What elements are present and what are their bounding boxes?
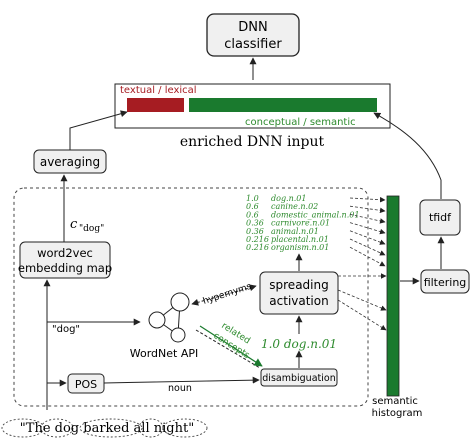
arrow-pos-to-disambiguation	[103, 376, 260, 384]
arrow-tfidf-to-input	[373, 112, 442, 199]
activation-weight: 0.36	[246, 219, 264, 228]
activation-weight: 1.0	[246, 194, 259, 203]
vector-label: c	[70, 217, 78, 232]
wordnet-graph-icon	[148, 292, 190, 343]
dog-quote-label: "dog"	[52, 324, 80, 335]
sentence-input: "The dog barked all night"	[1, 418, 208, 438]
activation-list: 1.0 dog.n.01 0.6 canine.n.02 0.6 domestic_ani…	[246, 194, 359, 252]
histogram-input-arrow	[337, 299, 387, 331]
semantic-feature-bar	[189, 98, 377, 112]
histogram-line1: semantic	[372, 396, 418, 407]
activation-arrow	[349, 205, 386, 214]
histogram-line2: histogram	[372, 408, 423, 419]
averaging-label: averaging	[40, 155, 100, 169]
textual-lexical-label: textual / lexical	[120, 85, 197, 96]
textual-feature-bar	[127, 98, 184, 112]
wordnet-label: WordNet API	[130, 347, 198, 360]
pos-box	[67, 373, 105, 394]
dog-synset-label: 1.0 dog.n.01	[261, 337, 337, 351]
tfidf-label: tfidf	[429, 211, 452, 224]
semantic-histogram-bar	[386, 195, 400, 397]
activation-weight: 0.216	[246, 235, 269, 244]
activation-weight: 0.6	[246, 202, 259, 211]
related-concepts-link	[199, 325, 263, 367]
filtering-box	[420, 269, 470, 294]
activation-arrows	[337, 196, 387, 331]
word2vec-line2: embedding map	[18, 261, 112, 275]
activation-synset: placental.n.01	[271, 235, 329, 244]
disambiguation-box	[260, 368, 338, 387]
activation-weight: 0.216	[246, 243, 269, 252]
sentence-text: "The dog barked all night"	[20, 421, 194, 436]
activation-arrow	[349, 214, 386, 224]
word2vec-line1: word2vec	[37, 246, 93, 260]
disambiguation-label: disambiguation	[262, 373, 335, 384]
dnn-classifier-box: DNN classifier	[206, 13, 300, 57]
spreading-activation-box	[259, 271, 339, 315]
activation-arrow	[349, 230, 386, 245]
activation-weight: 0.36	[246, 227, 264, 236]
activation-synset: canine.n.02	[271, 202, 318, 211]
word2vec-box	[19, 241, 111, 279]
activation-synset: dog.n.01	[271, 194, 306, 203]
hypernyms-link	[191, 284, 257, 306]
spreading-line2: activation	[269, 294, 328, 308]
filtering-label: filtering	[424, 276, 467, 289]
arrow-averaging-to-input	[69, 110, 128, 150]
activation-synset: carnivore.n.01	[271, 219, 330, 228]
related-concepts-dashed	[195, 329, 261, 369]
noun-label: noun	[168, 383, 192, 394]
conceptual-semantic-label: conceptual / semantic	[245, 117, 356, 128]
vector-subscript: "dog"	[79, 224, 104, 234]
activation-arrow	[349, 222, 386, 235]
activation-arrow	[349, 246, 386, 267]
averaging-box	[33, 149, 107, 174]
activation-synset: domestic_animal.n.01	[271, 210, 359, 219]
hypernyms-label: hypernyms	[202, 282, 253, 307]
spreading-line1: spreading	[269, 278, 328, 292]
pos-label: POS	[75, 378, 97, 391]
enriched-input-title: enriched DNN input	[180, 134, 325, 150]
activation-arrow	[349, 238, 386, 256]
histogram-input-arrow	[337, 289, 387, 311]
dnn-classifier-line2: classifier	[224, 37, 282, 52]
activation-weight: 0.6	[246, 210, 259, 219]
activation-synset: animal.n.01	[271, 227, 319, 236]
tfidf-box	[419, 199, 461, 236]
activation-arrow	[349, 196, 386, 203]
dnn-classifier-line1: DNN	[238, 20, 267, 35]
activation-synset: organism.n.01	[271, 243, 329, 252]
